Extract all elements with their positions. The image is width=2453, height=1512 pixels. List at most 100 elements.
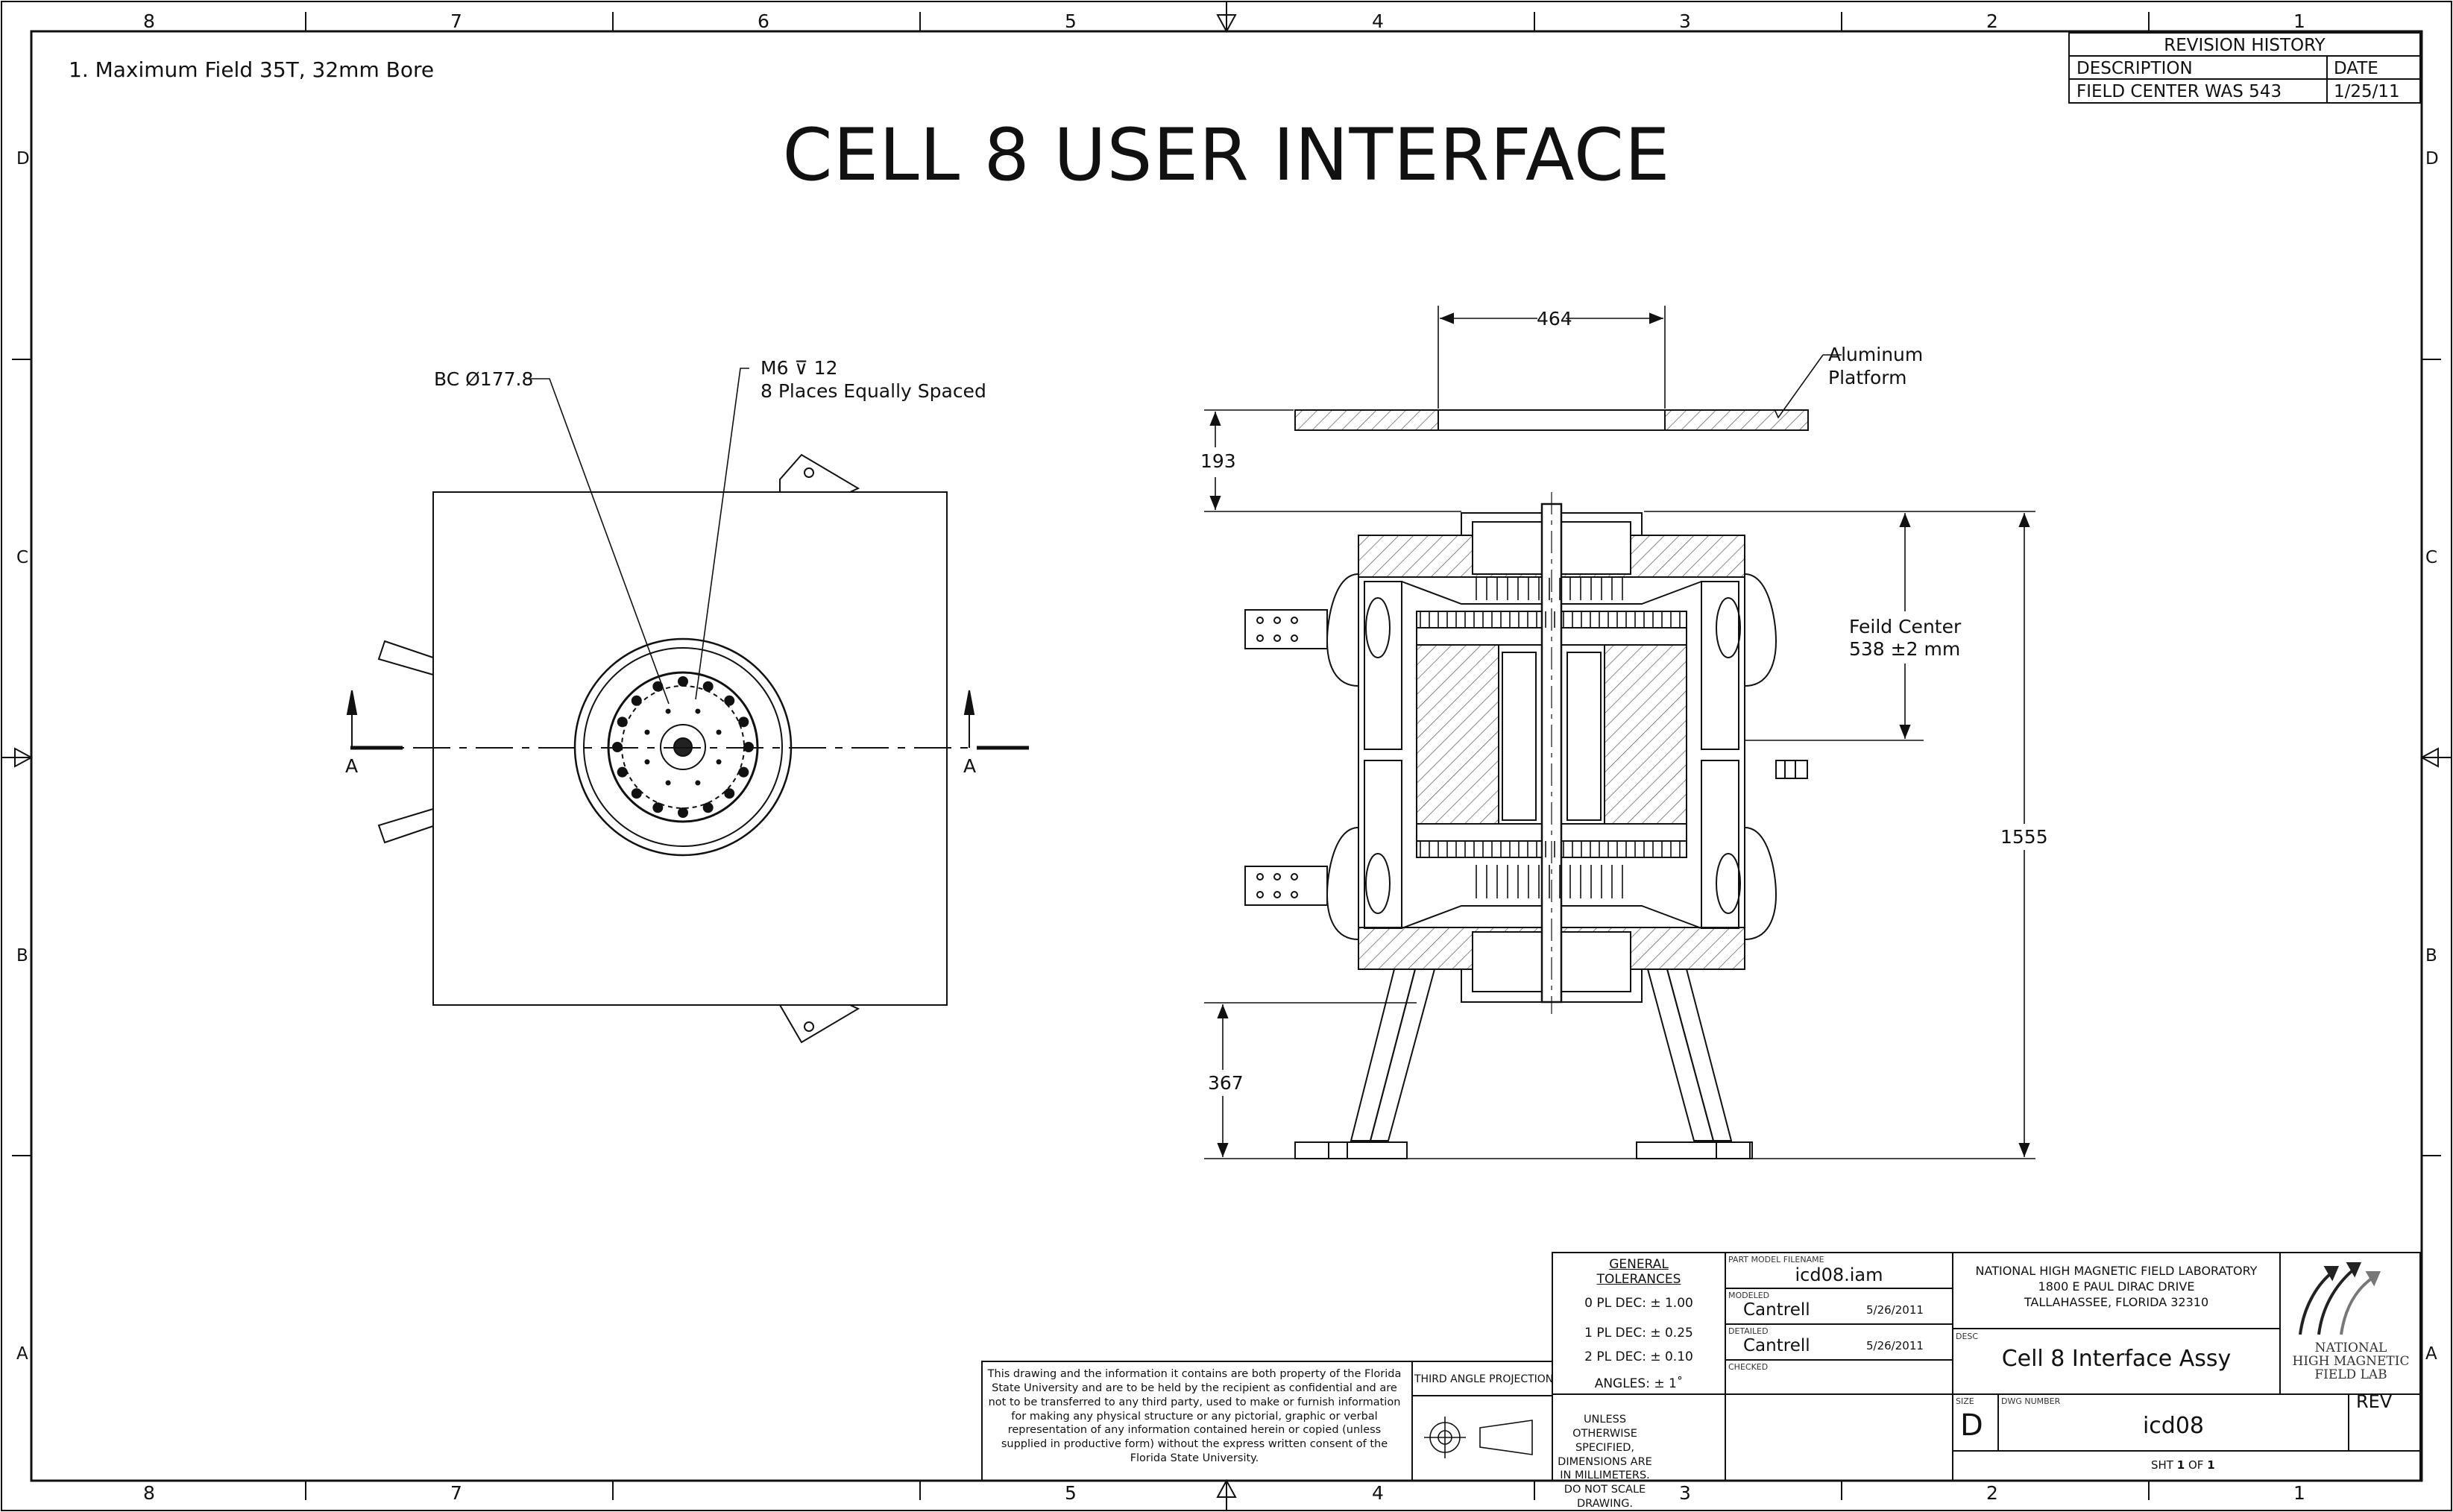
- zone-col-2-top: 2: [1986, 10, 1998, 32]
- revision-history-header: REVISION HISTORY: [2164, 36, 2326, 55]
- section-line: [346, 690, 1029, 750]
- logo-text-line3: FIELD LAB: [2314, 1367, 2387, 1382]
- tolerance-1pl: 1 PL DEC: ± 0.25: [1584, 1326, 1693, 1341]
- field-center-label-line2: 538 ±2 mm: [1849, 638, 1961, 660]
- m6-hole: [644, 729, 650, 735]
- zone-col-3-bottom: 3: [1679, 1482, 1691, 1504]
- sheet-prefix: SHT: [2151, 1458, 2173, 1472]
- zone-col-4-bottom: 4: [1372, 1482, 1384, 1504]
- zone-col-3-top: 3: [1679, 10, 1691, 32]
- bolt-hole: [652, 681, 664, 692]
- places-label: 8 Places Equally Spaced: [761, 380, 986, 402]
- section-dimensions: [1204, 511, 2035, 1159]
- bolt-hole: [724, 695, 735, 706]
- nhmfl-logo: [2299, 1262, 2381, 1335]
- zone-row-a-left: A: [16, 1344, 28, 1364]
- bolt-hole: [617, 766, 628, 778]
- third-angle-projection-symbol: [1424, 1417, 1533, 1458]
- zone-col-2-bottom: 2: [1986, 1482, 1998, 1504]
- sheet-total: 1: [2207, 1458, 2215, 1472]
- platform-dimension: [1438, 306, 1842, 419]
- zone-col-8-bottom: 8: [143, 1482, 155, 1504]
- bolt-hole: [738, 716, 749, 728]
- logo-text-line2: HIGH MAGNETIC: [2292, 1354, 2410, 1369]
- bolt-hole: [738, 766, 749, 778]
- zone-col-7-bottom: 7: [450, 1482, 462, 1504]
- m6-hole: [665, 708, 671, 714]
- dim-gap: 193: [1200, 450, 1236, 472]
- m6-hole: [665, 780, 671, 786]
- part-model-filename: icd08.iam: [1795, 1264, 1883, 1285]
- zone-col-4-top: 4: [1372, 10, 1384, 32]
- m6-hole: [716, 729, 722, 735]
- sheet-num: 1: [2176, 1458, 2185, 1472]
- desc-label: DESC: [1956, 1332, 1979, 1341]
- zone-col-5-bottom: 5: [1065, 1482, 1077, 1504]
- page-title: CELL 8 USER INTERFACE: [782, 113, 1671, 197]
- zone-row-d-left: D: [16, 149, 30, 168]
- detailed-by: Cantrell: [1743, 1336, 1810, 1355]
- bolt-hole: [724, 788, 735, 799]
- tolerance-0pl: 0 PL DEC: ± 1.00: [1584, 1296, 1693, 1311]
- zone-row-b-left: B: [16, 946, 28, 966]
- section-marker-right: A: [963, 755, 977, 777]
- bolt-hole: [631, 788, 642, 799]
- zone-row-c-right: C: [2425, 548, 2438, 567]
- m6-hole: [644, 759, 650, 765]
- thread-label: M6 ⊽ 12: [761, 357, 838, 379]
- bolt-hole: [678, 807, 688, 818]
- title-block-lines: [981, 1252, 2421, 1481]
- bolt-hole: [617, 716, 628, 728]
- bc-diameter-label: BC Ø177.8: [434, 368, 534, 390]
- bolt-hole: [652, 802, 664, 813]
- bolt-hole: [678, 676, 688, 687]
- sheet-number: SHT 1 OF 1: [2151, 1460, 2215, 1471]
- tolerance-angles: ANGLES: ± 1˚: [1594, 1376, 1684, 1391]
- size-label: SIZE: [1956, 1396, 1974, 1406]
- zone-col-1-bottom: 1: [2293, 1482, 2305, 1504]
- note-max-field: 1. Maximum Field 35T, 32mm Bore: [69, 57, 435, 82]
- modeled-label: MODELED: [1728, 1291, 1770, 1300]
- m6-hole: [716, 759, 722, 765]
- lab-address-line2: TALLAHASSEE, FLORIDA 32310: [2024, 1295, 2209, 1309]
- rev-label: REV: [2356, 1391, 2393, 1412]
- zone-col-7-top: 7: [450, 10, 462, 32]
- bolt-hole: [702, 681, 714, 692]
- dim-leg-height: 367: [1208, 1072, 1244, 1094]
- revision-col-date: DATE: [2334, 59, 2378, 78]
- detailed-label: DETAILED: [1728, 1326, 1769, 1336]
- platform-label-line2: Platform: [1828, 367, 1907, 388]
- m6-hole: [695, 780, 701, 786]
- bolt-hole: [702, 802, 714, 813]
- unless-otherwise-note: UNLESS OTHERWISE SPECIFIED, DIMENSIONS A…: [1558, 1414, 1652, 1511]
- aluminum-platform: [1294, 409, 1809, 431]
- sheet-size: D: [1960, 1408, 1983, 1443]
- top-view-leaders: [526, 368, 749, 705]
- zone-row-d-right: D: [2425, 149, 2439, 168]
- field-center-label-line1: Feild Center: [1849, 616, 1962, 637]
- lab-name: NATIONAL HIGH MAGNETIC FIELD LABORATORY: [1975, 1264, 2258, 1278]
- zone-col-5-top: 5: [1065, 10, 1077, 32]
- general-tolerances-line1: GENERAL: [1609, 1257, 1669, 1272]
- zone-row-b-right: B: [2425, 946, 2437, 966]
- projection-label: THIRD ANGLE PROJECTION: [1414, 1373, 1554, 1385]
- tolerance-2pl: 2 PL DEC: ± 0.10: [1584, 1349, 1693, 1364]
- logo-text-line1: NATIONAL: [2314, 1341, 2387, 1355]
- drawing-description: Cell 8 Interface Assy: [2001, 1346, 2232, 1372]
- gap-dimension: [1204, 409, 1461, 512]
- sheet-of: OF: [2188, 1458, 2204, 1472]
- general-tolerances-line2: TOLERANCES: [1596, 1272, 1681, 1287]
- revision-table: [2068, 32, 2421, 104]
- lab-address-line1: 1800 E PAUL DIRAC DRIVE: [2038, 1279, 2195, 1294]
- zone-col-1-top: 1: [2293, 10, 2305, 32]
- modeled-date: 5/26/2011: [1866, 1303, 1924, 1317]
- revision-row-description: FIELD CENTER WAS 543: [2076, 82, 2282, 101]
- zone-row-a-right: A: [2425, 1344, 2437, 1364]
- magnet-assembly: [1244, 492, 1808, 1014]
- m6-hole: [695, 708, 701, 714]
- zone-row-c-left: C: [16, 548, 29, 567]
- dwg-number-label: DWG NUMBER: [2001, 1396, 2061, 1406]
- checked-label: CHECKED: [1728, 1362, 1769, 1372]
